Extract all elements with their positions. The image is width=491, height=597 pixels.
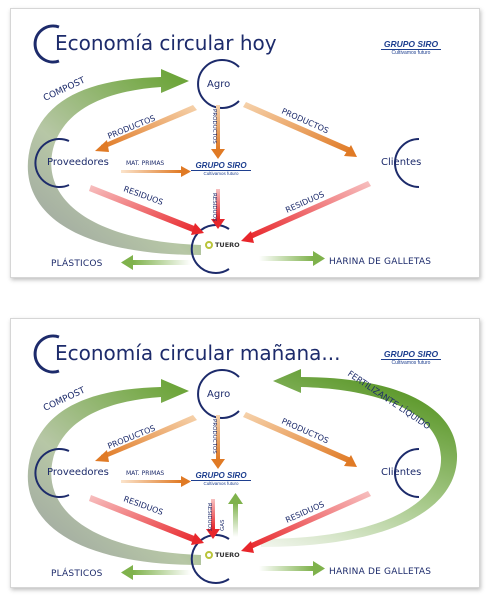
logo-tagline: Cultivamos futuro (391, 50, 431, 56)
mat-primas-arrow (121, 166, 191, 177)
tuero-logo-icon (205, 551, 213, 559)
center-logo-name: GRUPO SIRO (191, 471, 251, 481)
center-logo-tagline: Cultivamos futuro (203, 171, 239, 176)
harina-arrow (259, 251, 325, 266)
residuos-right-arrow (241, 181, 371, 243)
title-swoosh-icon (33, 24, 60, 64)
node-clientes: Clientes (381, 467, 422, 478)
gas-label: GAS (220, 519, 226, 531)
residuos-right-arrow (241, 491, 371, 553)
productos-vertical-arrow (211, 415, 225, 469)
node-tuero: TUERO (205, 551, 240, 559)
residuos-vertical-arrow (211, 189, 225, 229)
node-agro: Agro (207, 389, 231, 400)
tuero-label: TUERO (215, 551, 240, 559)
plasticos-label: PLÁSTICOS (51, 569, 103, 579)
residuos-vertical-label: RESIDUOS (206, 503, 212, 532)
agro-circle-icon (197, 369, 240, 419)
logo-tagline: Cultivamos futuro (391, 360, 431, 366)
node-clientes: Clientes (381, 157, 422, 168)
logo-name: GRUPO SIRO (381, 349, 441, 360)
plasticos-arrow (121, 565, 191, 580)
slide-title: Economía circular hoy (55, 31, 277, 55)
productos-left-arrow (95, 415, 197, 462)
proveedores-circle-icon (34, 448, 70, 498)
productos-right-arrow (243, 102, 357, 157)
gas-arrow (228, 493, 243, 537)
residuos-left-arrow (89, 185, 204, 235)
slide-economia-circular-hoy: COMPOST PRODUCTOS PRODUCTOS PRODUCTOS MA… (10, 8, 480, 278)
harina-arrow (259, 561, 325, 576)
productos-left-arrow (95, 105, 197, 152)
slide-title: Economía circular mañana... (55, 341, 341, 365)
center-logo-name: GRUPO SIRO (191, 161, 251, 171)
mat-primas-arrow (121, 476, 191, 487)
center-logo-tagline: Cultivamos futuro (203, 481, 239, 486)
grupo-siro-logo: GRUPO SIRO Cultivamos futuro (381, 349, 441, 367)
proveedores-circle-icon (34, 138, 70, 188)
fertilizante-label: FERTILIZANTE LÍQUIDO (345, 368, 433, 433)
logo-name: GRUPO SIRO (381, 39, 441, 50)
harina-label: HARINA DE GALLETAS (329, 567, 432, 577)
node-proveedores: Proveedores (47, 467, 109, 478)
clientes-circle-icon (394, 448, 420, 498)
node-tuero: TUERO (205, 241, 240, 249)
tuero-circle-icon (190, 224, 230, 274)
diagram-canvas: COMPOST PRODUCTOS PRODUCTOS PRODUCTOS MA… (27, 24, 420, 274)
node-agro: Agro (207, 79, 231, 90)
plasticos-label: PLÁSTICOS (51, 259, 103, 269)
productos-vertical-label: PRODUCTOS (211, 419, 217, 454)
node-proveedores: Proveedores (47, 157, 109, 168)
plasticos-arrow (121, 255, 191, 270)
residuos-vertical-arrow (206, 499, 220, 539)
grupo-siro-logo: GRUPO SIRO Cultivamos futuro (381, 39, 441, 57)
mat-primas-label: MAT. PRIMAS (126, 160, 164, 167)
clientes-circle-icon (394, 138, 420, 188)
mat-primas-label: MAT. PRIMAS (126, 470, 164, 477)
residuos-left-arrow (89, 495, 204, 545)
compost-arrow (27, 69, 201, 255)
harina-label: HARINA DE GALLETAS (329, 257, 432, 267)
diagram-canvas: COMPOST FERTILIZANTE LÍQUIDO PRODUCTOS P… (27, 334, 458, 584)
productos-right-arrow (243, 412, 357, 467)
title-swoosh-icon (33, 334, 60, 374)
tuero-logo-icon (205, 241, 213, 249)
slide-economia-circular-manana: COMPOST FERTILIZANTE LÍQUIDO PRODUCTOS P… (10, 318, 480, 588)
productos-vertical-arrow (211, 105, 225, 159)
agro-circle-icon (197, 59, 240, 109)
center-grupo-siro-logo: GRUPO SIRO Cultivamos futuro (191, 471, 251, 487)
center-grupo-siro-logo: GRUPO SIRO Cultivamos futuro (191, 161, 251, 177)
compost-arrow (27, 379, 201, 565)
residuos-vertical-label: RESIDUOS (211, 193, 217, 222)
productos-vertical-label: PRODUCTOS (211, 109, 217, 144)
tuero-label: TUERO (215, 241, 240, 249)
